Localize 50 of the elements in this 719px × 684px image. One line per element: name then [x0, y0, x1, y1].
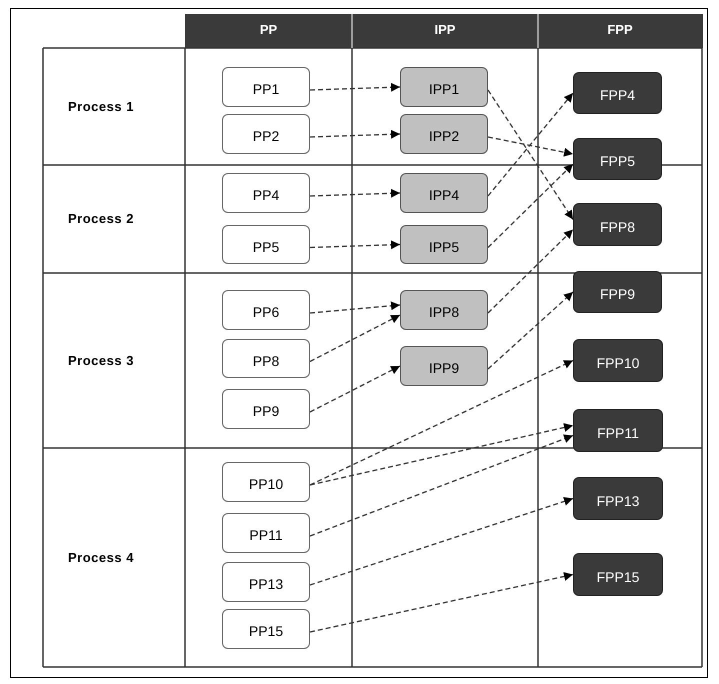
arrow [310, 365, 400, 413]
arrow [310, 82, 400, 92]
arrow [310, 301, 400, 314]
final-box: FPP8 [573, 203, 662, 246]
final-box: FPP15 [573, 553, 663, 596]
arrow [488, 292, 574, 370]
intermediate-box: IPP5 [400, 225, 488, 264]
final-box: FPP9 [573, 271, 662, 313]
row-header: Process 3 [68, 352, 134, 368]
process-box: PP13 [222, 562, 310, 602]
final-box: FPP4 [573, 72, 662, 114]
process-box: PP4 [222, 173, 310, 213]
intermediate-box: IPP4 [400, 173, 488, 213]
arrow [488, 229, 574, 314]
process-box: PP6 [222, 290, 310, 330]
process-box: PP9 [222, 389, 310, 429]
column-header: IPP [434, 22, 456, 37]
process-box: PP1 [222, 67, 310, 107]
column-header: PP [258, 22, 278, 37]
intermediate-box: IPP2 [400, 114, 488, 154]
arrow [310, 572, 574, 633]
column-header: FPP [606, 22, 634, 37]
row-header: Process 1 [68, 98, 134, 114]
arrow [488, 92, 574, 196]
intermediate-box: IPP1 [400, 67, 488, 107]
intermediate-box: IPP9 [400, 346, 488, 386]
final-box: FPP11 [573, 409, 663, 452]
arrow [488, 136, 574, 157]
arrow [310, 360, 574, 486]
arrow [310, 314, 400, 362]
arrow [487, 90, 574, 220]
process-box: PP10 [222, 462, 310, 502]
process-box: PP11 [222, 513, 310, 553]
row-header: Process 2 [68, 211, 134, 226]
arrow [310, 423, 574, 486]
final-box: FPP13 [573, 477, 663, 520]
process-box: PP8 [222, 339, 310, 378]
final-box: FPP5 [573, 138, 662, 180]
row-header: Process 4 [68, 550, 134, 564]
arrow [310, 130, 400, 139]
process-box: PP5 [222, 225, 310, 264]
arrow [488, 164, 574, 248]
process-box: PP2 [222, 114, 310, 154]
final-box: FPP10 [573, 339, 663, 382]
arrow [310, 434, 574, 537]
arrow [310, 240, 400, 250]
process-box: PP15 [222, 609, 310, 649]
intermediate-box: IPP8 [400, 290, 488, 330]
arrow [310, 188, 400, 198]
arrow [310, 497, 574, 586]
